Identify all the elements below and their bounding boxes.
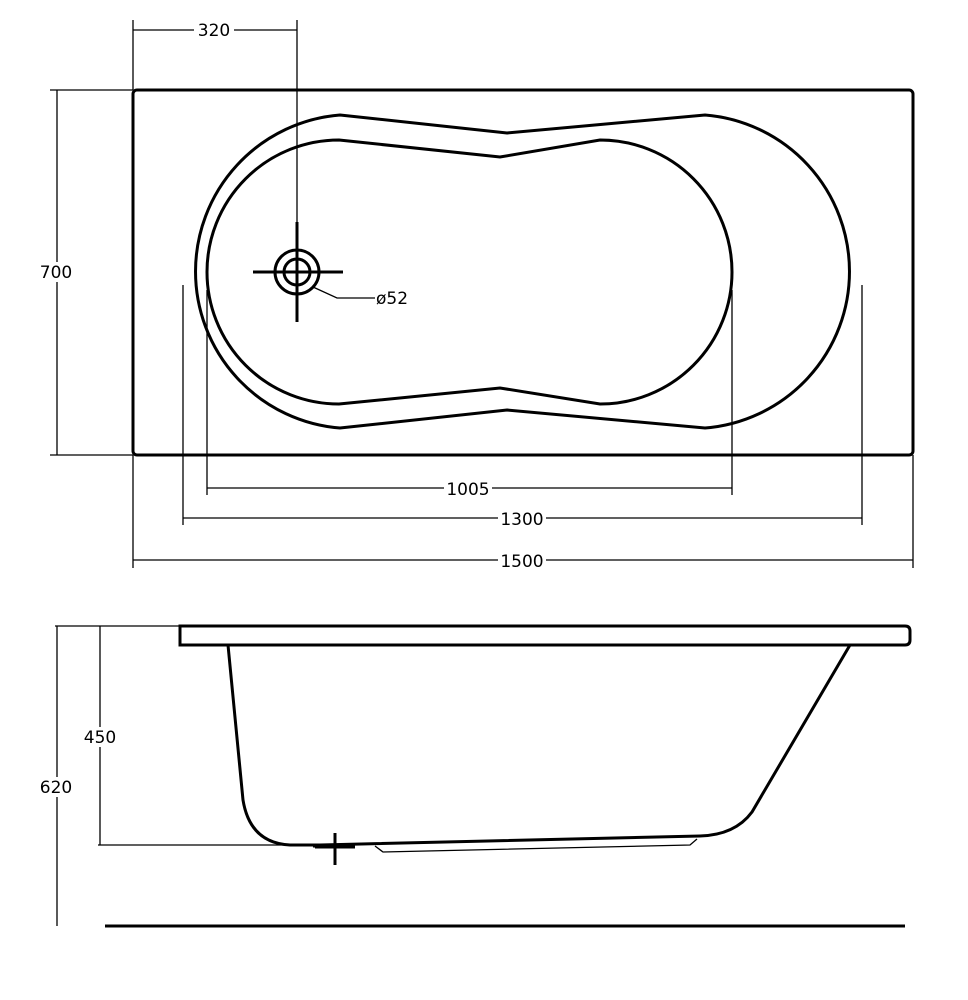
inner-basin-outline bbox=[205, 138, 734, 406]
dim-basin-depth: 450 bbox=[84, 728, 116, 748]
tub-rim-outline bbox=[131, 88, 915, 457]
drain bbox=[253, 222, 375, 322]
dim-drain-offset: 320 bbox=[198, 21, 230, 41]
drain-side bbox=[315, 833, 355, 865]
tub-body-side bbox=[226, 644, 852, 847]
dim-inner-length: 1005 bbox=[446, 480, 489, 500]
dim-outer-basin-length: 1300 bbox=[500, 510, 543, 530]
top-view: ø52 320 700 1005 1300 1500 bbox=[36, 20, 915, 572]
side-view: 620 450 bbox=[36, 624, 912, 928]
dim-total-height: 620 bbox=[40, 778, 72, 798]
dim-drain-diameter: ø52 bbox=[376, 289, 408, 309]
outer-basin-outline bbox=[194, 113, 851, 430]
tub-foot bbox=[374, 838, 698, 853]
dim-width: 700 bbox=[40, 263, 72, 283]
tub-rim-side bbox=[178, 624, 912, 647]
dim-total-length: 1500 bbox=[500, 552, 543, 572]
